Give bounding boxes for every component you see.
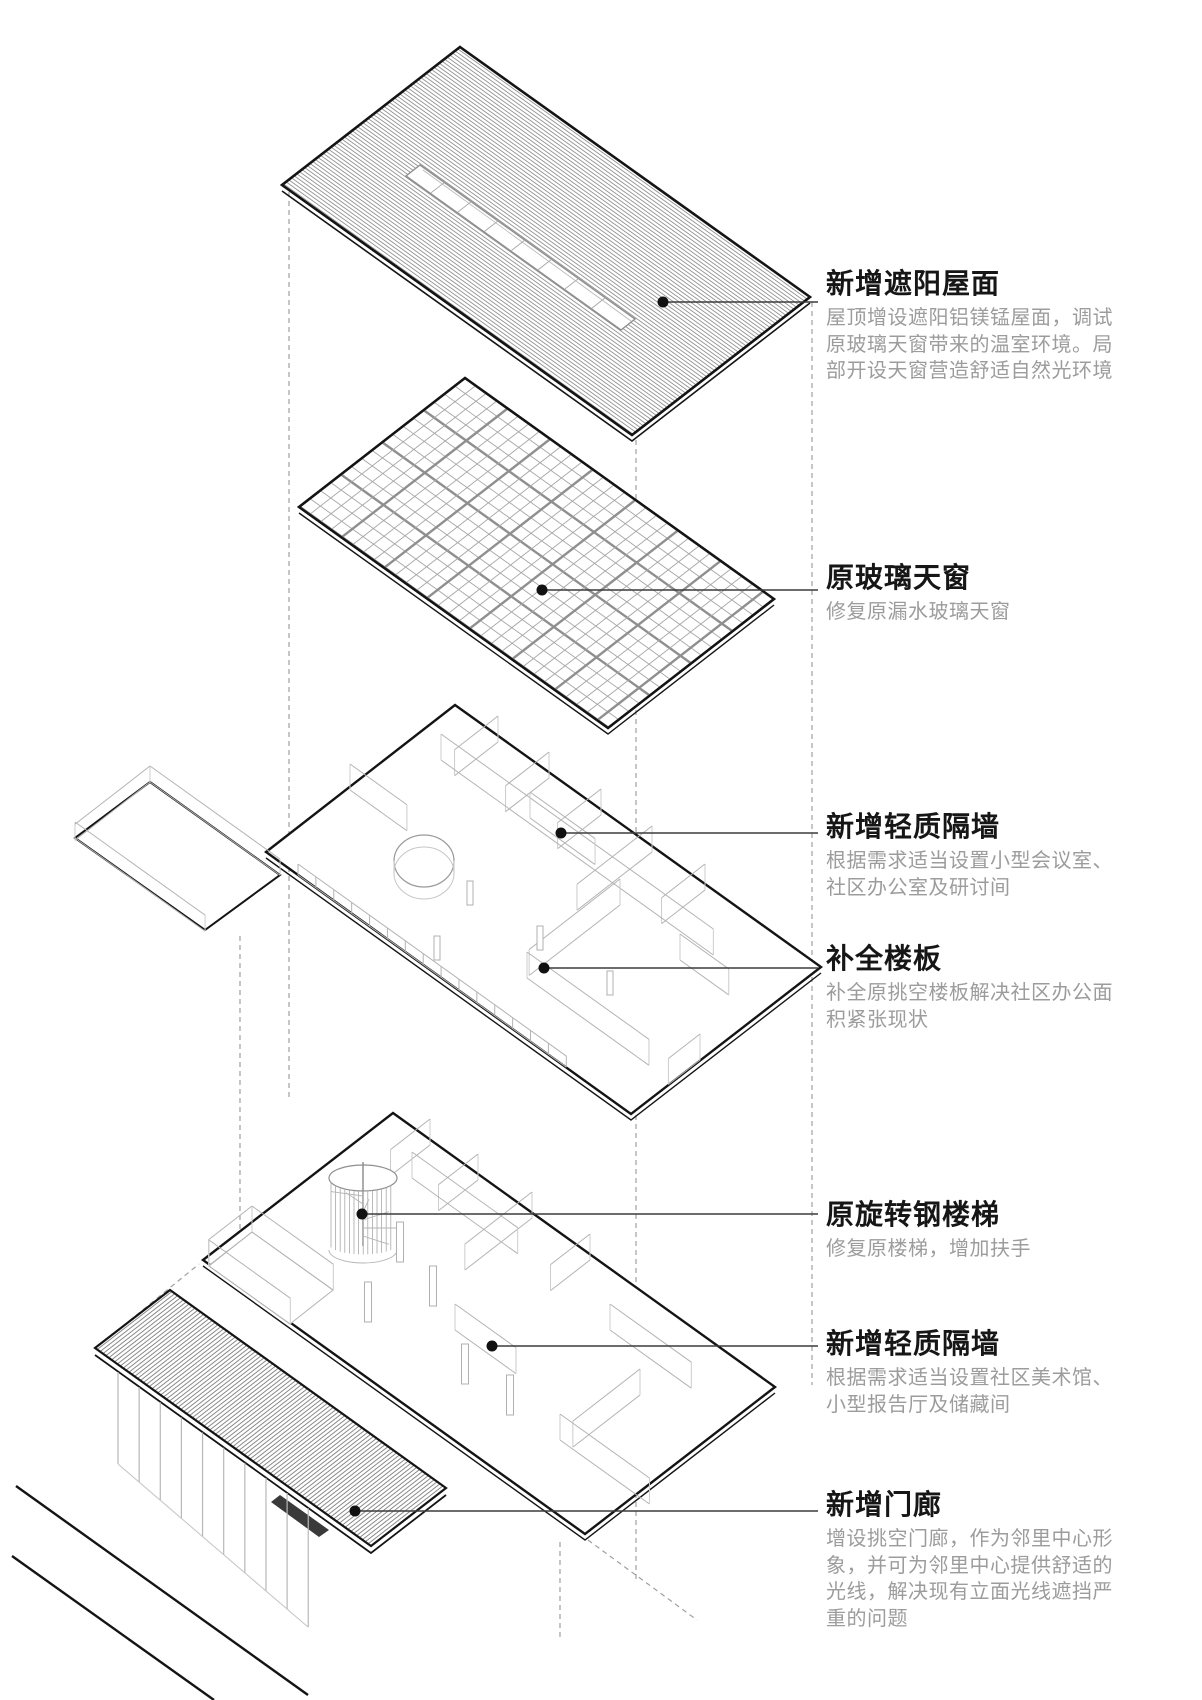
annotation-skylight: 原玻璃天窗 修复原漏水玻璃天窗 — [826, 560, 1126, 626]
porch-signboard — [271, 1495, 329, 1537]
leader-dot-roof — [657, 296, 669, 308]
leader-dot-spiral-stair — [356, 1208, 368, 1220]
annotation-spiral-stair: 原旋转钢楼梯 修复原楼梯，增加扶手 — [826, 1197, 1126, 1263]
annotation-title: 原玻璃天窗 — [826, 562, 972, 593]
leader-dot-porch — [349, 1505, 361, 1517]
annotation-description: 修复原漏水玻璃天窗 — [826, 601, 1011, 623]
spiral-stair-drawing — [328, 1162, 398, 1264]
layer-ground-floor — [200, 1111, 778, 1541]
annotation-description: 根据需求适当设置社区美术馆、小型报告厅及储藏间 — [826, 1367, 1113, 1416]
ground-floor-columns — [364, 1221, 514, 1416]
annotation-description: 修复原楼梯，增加扶手 — [826, 1238, 1031, 1260]
annotation-title: 新增遮阳屋面 — [826, 268, 1001, 299]
annotation-title: 补全楼板 — [826, 943, 943, 974]
annotation-title: 新增轻质隔墙 — [826, 1328, 1001, 1359]
leader-dot-partition-ground — [486, 1340, 498, 1352]
annotation-roof: 新增遮阳屋面 屋顶增设遮阳铝镁锰屋面，调试原玻璃天窗带来的温室环境。局部开设天窗… — [826, 266, 1126, 385]
leader-lines — [355, 301, 818, 1512]
porch-canopy — [93, 1288, 448, 1548]
porch-storefront-mullions — [117, 1372, 309, 1628]
leader-dot-skylight — [536, 584, 548, 596]
leader-dot-partition-upper — [555, 827, 567, 839]
upper-floor-railing — [297, 863, 567, 1068]
ground-floor-partitions — [208, 1118, 692, 1505]
porch-ground-edge — [15, 1485, 309, 1696]
roof-slot-ticks — [422, 169, 632, 322]
annotation-description: 补全原挑空楼板解决社区办公面积紧张现状 — [826, 982, 1113, 1031]
roof-skylight-slot — [404, 164, 637, 331]
layer-porch — [11, 1288, 448, 1700]
annotation-floor-slab: 补全楼板 补全原挑空楼板解决社区办公面积紧张现状 — [826, 941, 1126, 1033]
layer-roof — [279, 45, 813, 442]
annex-parapet — [74, 765, 281, 932]
annotation-title: 原旋转钢楼梯 — [826, 1199, 1001, 1230]
floor-void-circle — [393, 834, 455, 888]
annotation-description: 增设挑空门廊，作为邻里中心形象，并可为邻里中心提供舒适的光线，解决现有立面光线遮… — [826, 1528, 1113, 1630]
upper-floor-columns — [433, 880, 614, 996]
annotation-partition-upper: 新增轻质隔墙 根据需求适当设置小型会议室、社区办公室及研讨间 — [826, 809, 1126, 901]
annotation-description: 根据需求适当设置小型会议室、社区办公室及研讨间 — [826, 850, 1113, 899]
porch-ground-edge-2 — [11, 1555, 215, 1700]
annotation-partition-ground: 新增轻质隔墙 根据需求适当设置社区美术馆、小型报告厅及储藏间 — [826, 1326, 1126, 1418]
upper-floor-annex — [73, 780, 282, 932]
annotation-title: 新增轻质隔墙 — [826, 811, 1001, 842]
annotation-description: 屋顶增设遮阳铝镁锰屋面，调试原玻璃天窗带来的温室环境。局部开设天窗营造舒适自然光… — [826, 307, 1113, 382]
layer-upper-floor — [73, 703, 824, 1121]
leader-dots — [349, 296, 669, 1517]
annotation-title: 新增门廊 — [826, 1489, 943, 1520]
leader-dot-floor-slab — [538, 962, 550, 974]
annotation-porch: 新增门廊 增设挑空门廊，作为邻里中心形象，并可为邻里中心提供舒适的光线，解决现有… — [826, 1487, 1126, 1632]
layer-glass-skylight — [296, 376, 777, 735]
